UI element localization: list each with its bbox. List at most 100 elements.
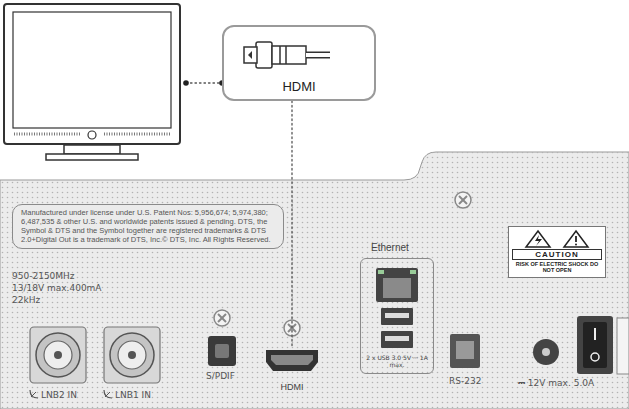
hdmi-callout-text: HDMI (224, 79, 374, 94)
panel-screw-part (455, 192, 471, 208)
lnb-connector-part (36, 333, 80, 377)
ethernet-usb-ports (376, 268, 418, 348)
hdmi-cable-icon-part (222, 25, 376, 101)
alert-dot (575, 244, 577, 246)
panel-label: 13/18V max.400mA (12, 283, 102, 293)
ethernet-usb-ports-part (381, 331, 413, 348)
lnb-connector-part (118, 341, 146, 369)
power-jack-part (542, 348, 550, 356)
ethernet-usb-ports-part (385, 313, 409, 318)
hdmi-port: HDMI (258, 346, 326, 392)
dish-icon-part (31, 392, 36, 397)
caution-label-text: RISK OF ELECTRIC SHOCK DO NOT OPEN (512, 261, 602, 274)
tv-leader-line-part (183, 80, 189, 86)
power-switch-part (594, 328, 596, 340)
lnb-connector-part (104, 327, 160, 383)
tv-set-part (4, 4, 180, 144)
dotted-connector (291, 101, 292, 346)
spdif-port (208, 310, 236, 366)
hdmi-callout: HDMI (222, 25, 376, 101)
panel-label: S/PDIF (206, 371, 235, 381)
panel-screw-part (459, 196, 467, 204)
hdmi-port-part (288, 324, 296, 332)
tv-set-part (64, 145, 120, 154)
panel-label: 22kHz (12, 295, 40, 305)
hdmi-cable-icon-part (279, 46, 281, 64)
ethernet-usb-ports-part (381, 308, 413, 325)
lnb-connector-part (128, 351, 136, 359)
tv-leader-line (183, 80, 225, 86)
power-switch-part (577, 316, 613, 374)
hdmi-cable-icon-part (256, 42, 272, 68)
power-switch-part (591, 353, 599, 361)
spdif-port-part (215, 344, 229, 358)
hdmi-cable-icon-part (248, 51, 252, 59)
spdif-port-part (218, 314, 226, 322)
rs232-port-part (450, 334, 480, 368)
tv-set-part (13, 12, 171, 128)
dish-icon-part (30, 390, 38, 398)
ethernet-usb-box: Ethernet2 x USB 3.0 5V ⎓ 1A max. (360, 258, 434, 374)
hdmi-cable-icon-part (244, 47, 257, 63)
hdmi-port-part (266, 350, 318, 371)
hdmi-cable-icon-part (272, 46, 306, 64)
alert-triangle (564, 231, 588, 247)
panel-label: LNB2 IN (41, 390, 77, 400)
tv-set-part (14, 133, 80, 136)
warning-triangles (512, 229, 602, 249)
license-box: Manufactured under license under U.S. Pa… (12, 204, 284, 249)
lnb-connector-part (54, 351, 62, 359)
power-jack-part (533, 339, 559, 365)
tv-set (4, 4, 180, 160)
panel-label: ⎓ 12V max. 5.0A (518, 378, 594, 389)
dish-icon-part (105, 392, 110, 397)
hdmi-port (266, 320, 318, 371)
ethernet-usb-box-text: 2 x USB 3.0 5V ⎓ 1A max. (364, 355, 430, 369)
lnb-connector-part (110, 333, 154, 377)
ethernet-usb-ports-part (383, 278, 411, 298)
panel-screw (455, 192, 471, 208)
hdmi-port-text: HDMI (258, 382, 326, 392)
ethernet-usb-ports-part (385, 336, 409, 341)
ethernet-usb-ports-part (410, 270, 416, 274)
rs232-port (450, 334, 480, 368)
hdmi-cable-icon-part (306, 52, 330, 59)
power-switch (577, 316, 629, 374)
ethernet-usb-ports-part (376, 268, 418, 302)
ethernet-usb-ports-part (378, 270, 384, 274)
panel-label: RS-232 (449, 376, 481, 386)
tv-set-part (46, 154, 138, 160)
lnb-connector (30, 327, 160, 383)
spdif-port-part (218, 314, 226, 322)
lnb-connector-part (44, 341, 72, 369)
power-switch-part (617, 318, 629, 374)
rs232-port-part (456, 341, 474, 359)
tv-set-part (88, 131, 96, 139)
tv-leader-line-part (186, 82, 220, 83)
shock-triangle (526, 231, 550, 247)
power-jack (533, 339, 559, 365)
tv-set-part (104, 133, 170, 136)
panel-body-part (0, 152, 629, 409)
panel-screw-part (459, 196, 467, 204)
bolt (535, 235, 542, 246)
power-switch-part (583, 322, 607, 368)
hdmi-port-part (284, 320, 300, 336)
caution-label-text: CAUTION (512, 249, 602, 260)
lnb-connector-part (30, 327, 86, 383)
panel-label: 950-2150MHz (12, 271, 75, 281)
panel-body (0, 152, 629, 409)
spdif-port-part (214, 310, 230, 326)
hdmi-port-part (288, 324, 296, 332)
hdmi-cable-icon-part (285, 46, 287, 64)
spdif-port-part (208, 336, 236, 366)
hdmi-cable-icon-part (306, 53, 330, 57)
hdmi-cable-icon (222, 25, 376, 101)
hdmi-port-part (271, 355, 313, 365)
dish-icon-part (104, 390, 112, 398)
caution-label: CAUTIONRISK OF ELECTRIC SHOCK DO NOT OPE… (508, 226, 606, 278)
panel-body-part (0, 152, 629, 409)
license-box-text: Manufactured under license under U.S. Pa… (21, 209, 275, 244)
alert-mark (575, 236, 577, 242)
